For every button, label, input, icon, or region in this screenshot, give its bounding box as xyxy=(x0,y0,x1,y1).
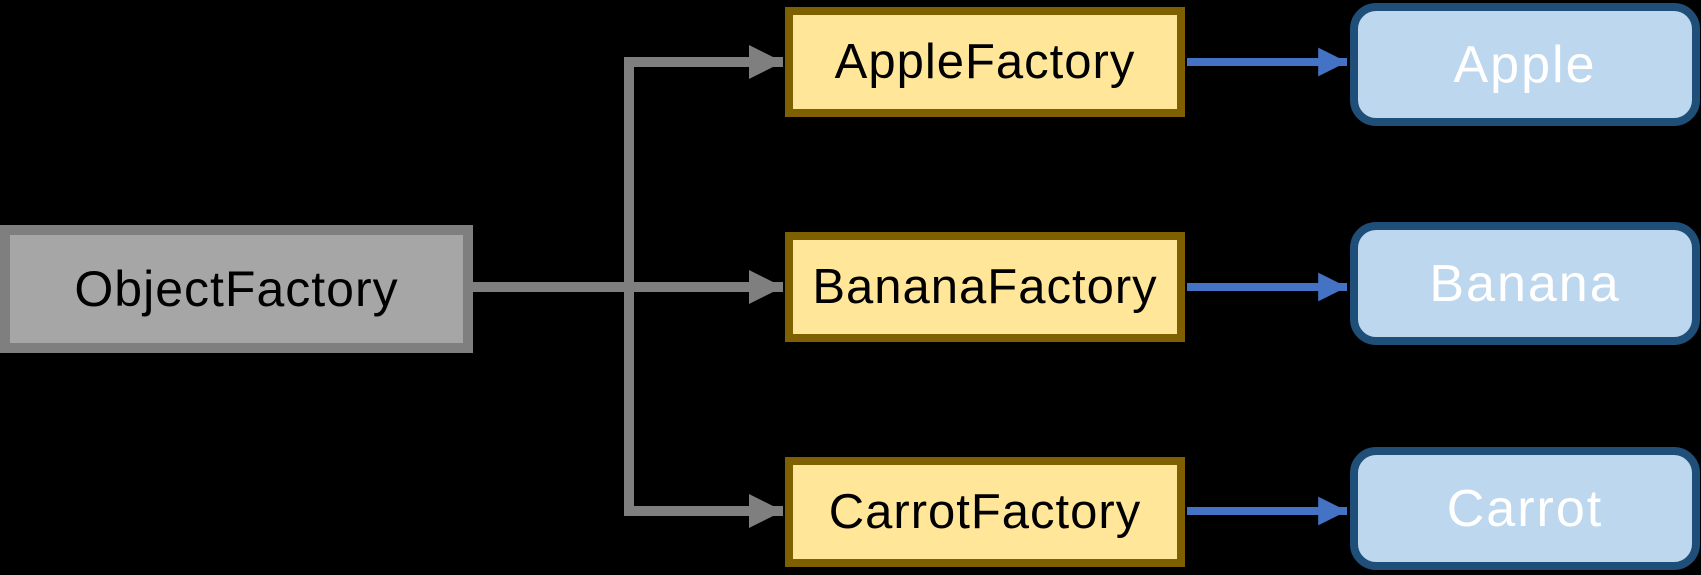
carrotfactory-label: CarrotFactory xyxy=(828,485,1142,539)
connector-root-to-carrotfactory xyxy=(624,287,783,529)
objectfactory-node: ObjectFactory xyxy=(0,225,473,353)
applefactory-node: AppleFactory xyxy=(785,7,1185,117)
apple-node: Apple xyxy=(1350,3,1700,126)
bananafactory-node: BananaFactory xyxy=(785,232,1185,342)
carrot-node: Carrot xyxy=(1350,447,1700,570)
banana-label: Banana xyxy=(1429,254,1621,313)
connector-root-to-applefactory xyxy=(624,44,783,287)
banana-node: Banana xyxy=(1350,222,1700,345)
apple-label: Apple xyxy=(1453,35,1597,94)
bananafactory-label: BananaFactory xyxy=(812,260,1158,314)
carrotfactory-node: CarrotFactory xyxy=(785,457,1185,567)
carrot-label: Carrot xyxy=(1446,479,1604,538)
applefactory-label: AppleFactory xyxy=(834,35,1136,89)
objectfactory-label: ObjectFactory xyxy=(74,261,399,317)
